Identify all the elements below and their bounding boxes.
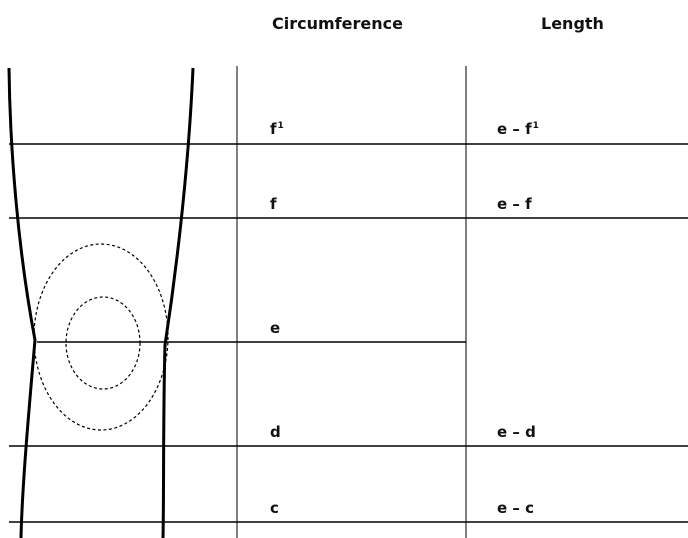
circumference-cell: d [270,423,282,441]
kneecap-inner-dashed [65,296,141,390]
length-cell: e – f1 [497,120,539,138]
circumference-value: f [270,120,277,138]
circumference-cell: c [270,499,280,517]
length-cell [497,319,498,337]
circumference-header: Circumference [272,14,403,33]
circumference-superscript: 1 [277,121,284,131]
circumference-value: c [270,499,279,517]
length-superscript: 1 [532,121,539,131]
circumference-cell: f [270,195,278,213]
leg-right-outline [161,67,195,538]
length-value: e – d [497,423,536,441]
length-header: Length [541,14,604,33]
circumference-cell: e [270,319,281,337]
kneecap-outer-dashed [33,243,169,431]
length-cell: e – c [497,499,535,517]
length-cell: e – f [497,195,533,213]
length-value: e – f [497,120,532,138]
circumference-value: e [270,319,281,337]
length-value: e – f [497,195,532,213]
circumference-value: d [270,423,281,441]
length-value: e – c [497,499,535,517]
leg-left-outline [7,67,37,538]
circumference-value: f [270,195,277,213]
circumference-cell: f1 [270,120,284,138]
length-cell: e – d [497,423,537,441]
